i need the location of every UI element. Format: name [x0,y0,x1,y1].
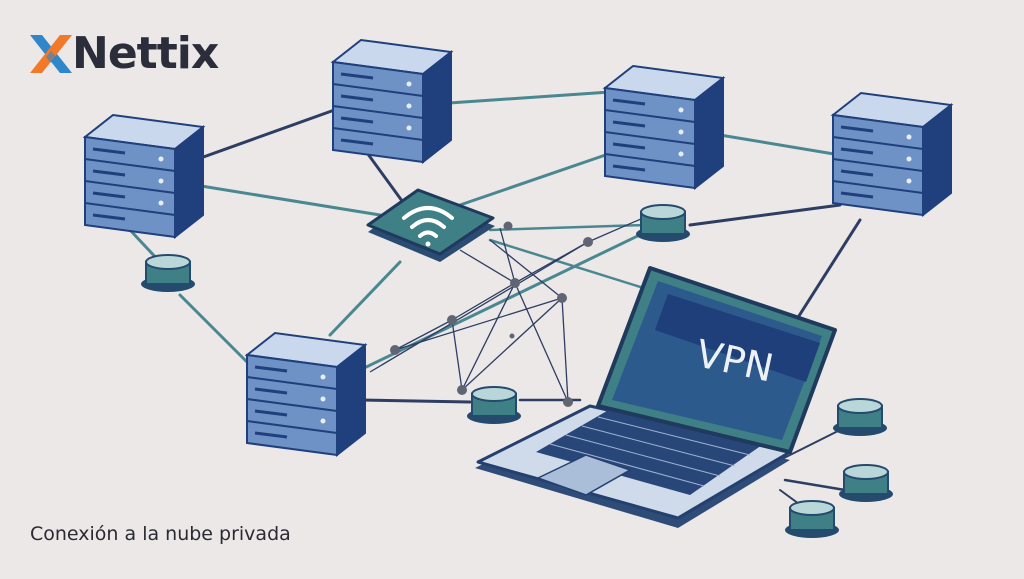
server-4 [831,91,953,217]
database-3 [466,386,522,425]
wifi-icon [402,206,454,247]
server-2 [331,38,453,164]
laptop: VPN [475,266,837,528]
database-1 [140,254,196,293]
brand-logo: Nettix [28,26,219,82]
server-5 [245,331,367,457]
database-2 [635,204,691,243]
brand-name: Nettix [72,28,219,79]
database-4 [832,398,888,437]
x-logo-icon [30,35,72,73]
connection-lines [128,90,862,513]
database-5 [838,464,894,503]
caption-text: Conexión a la nube privada [30,523,291,545]
database-6 [784,500,840,539]
mesh-nodes [390,221,593,407]
mesh-lines [369,214,651,403]
server-1 [83,113,205,239]
server-3 [603,64,725,190]
router [366,188,495,262]
